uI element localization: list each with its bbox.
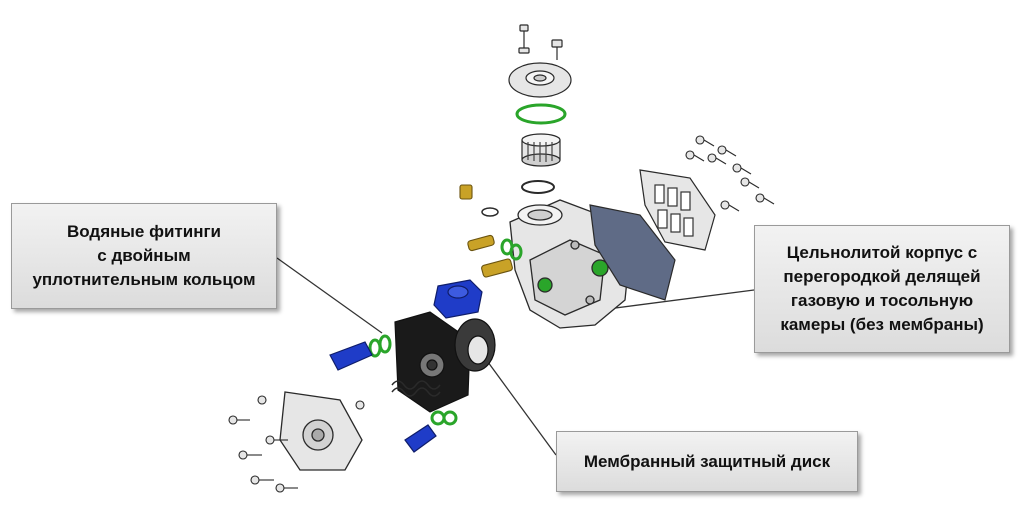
gasket-plate bbox=[589, 169, 716, 301]
spring bbox=[391, 380, 441, 397]
snap-ring bbox=[521, 180, 555, 194]
bottom-screws bbox=[228, 395, 365, 493]
bottom-cover bbox=[279, 391, 363, 471]
leader-line-cast-body bbox=[599, 289, 755, 311]
side-screws bbox=[685, 135, 775, 212]
membrane-plate bbox=[394, 311, 471, 413]
top-cover-assembly bbox=[508, 24, 572, 194]
filter-cartridge bbox=[521, 133, 561, 167]
o-rings-lower bbox=[368, 334, 458, 426]
blue-hoses bbox=[329, 341, 437, 453]
callout-membrane-disc-text: Мембранный защитный диск bbox=[583, 451, 831, 471]
top-screws bbox=[518, 24, 563, 60]
callout-membrane-disc: Мембранный защитный диск bbox=[556, 431, 858, 492]
leader-line-water-fittings bbox=[276, 257, 383, 334]
callout-water-fittings-text: Водяные фитинги с двойным уплотнительным… bbox=[32, 222, 256, 289]
leader-line-membrane-disc bbox=[484, 357, 557, 456]
blue-solenoid bbox=[433, 279, 483, 319]
callout-cast-body-text: Цельнолитой корпус с перегородкой деляще… bbox=[780, 243, 984, 334]
membrane-protective-disc bbox=[454, 318, 496, 372]
o-ring bbox=[515, 103, 567, 125]
callout-water-fittings: Водяные фитинги с двойным уплотнительным… bbox=[11, 203, 277, 309]
callout-cast-body: Цельнолитой корпус с перегородкой деляще… bbox=[754, 225, 1010, 353]
brass-fittings bbox=[459, 184, 523, 278]
leader-lines bbox=[276, 257, 755, 456]
